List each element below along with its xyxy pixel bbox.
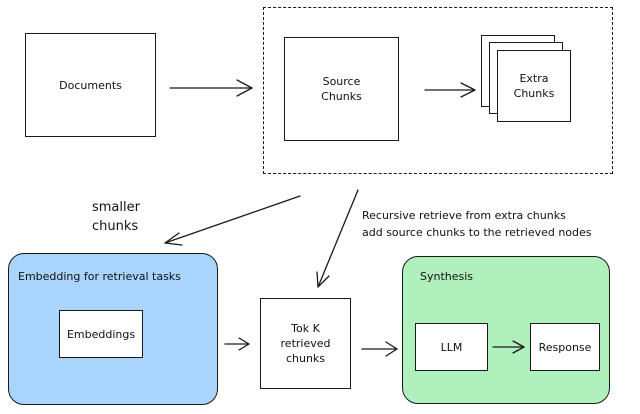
- source-chunks-label: Source Chunks: [321, 75, 362, 103]
- arrow-top-k-to-synthesis: [361, 341, 398, 357]
- source-chunks-box: Source Chunks: [284, 37, 399, 141]
- embedding-region: [8, 253, 218, 405]
- arrow-documents-to-chunks: [169, 79, 253, 97]
- arrow-embedding-to-top-k: [224, 337, 250, 351]
- top-k-label: Tok K retrieved chunks: [280, 322, 331, 365]
- response-label: Response: [538, 340, 592, 354]
- response-box: Response: [530, 323, 600, 371]
- llm-label: LLM: [440, 340, 463, 354]
- embeddings-label: Embeddings: [66, 327, 136, 341]
- documents-box: Documents: [25, 33, 156, 137]
- documents-label: Documents: [59, 78, 122, 92]
- synthesis-region-title: Synthesis: [420, 270, 474, 283]
- chunking-container: [263, 7, 613, 174]
- smaller-chunks-note: smaller chunks: [92, 200, 140, 234]
- arrow-source-to-extra: [424, 82, 476, 98]
- embedding-region-title: Embedding for retrieval tasks: [18, 270, 181, 283]
- recursive-retrieve-note: Recursive retrieve from extra chunks add…: [362, 209, 592, 239]
- embeddings-box: Embeddings: [59, 310, 143, 358]
- llm-box: LLM: [415, 323, 488, 371]
- arrow-to-embedding: [164, 195, 301, 246]
- top-k-box: Tok K retrieved chunks: [260, 298, 351, 389]
- arrow-llm-to-response: [492, 340, 525, 354]
- extra-chunks-box: Extra Chunks: [497, 50, 571, 122]
- arrow-to-top-k: [316, 189, 359, 288]
- extra-chunks-label: Extra Chunks: [513, 72, 555, 100]
